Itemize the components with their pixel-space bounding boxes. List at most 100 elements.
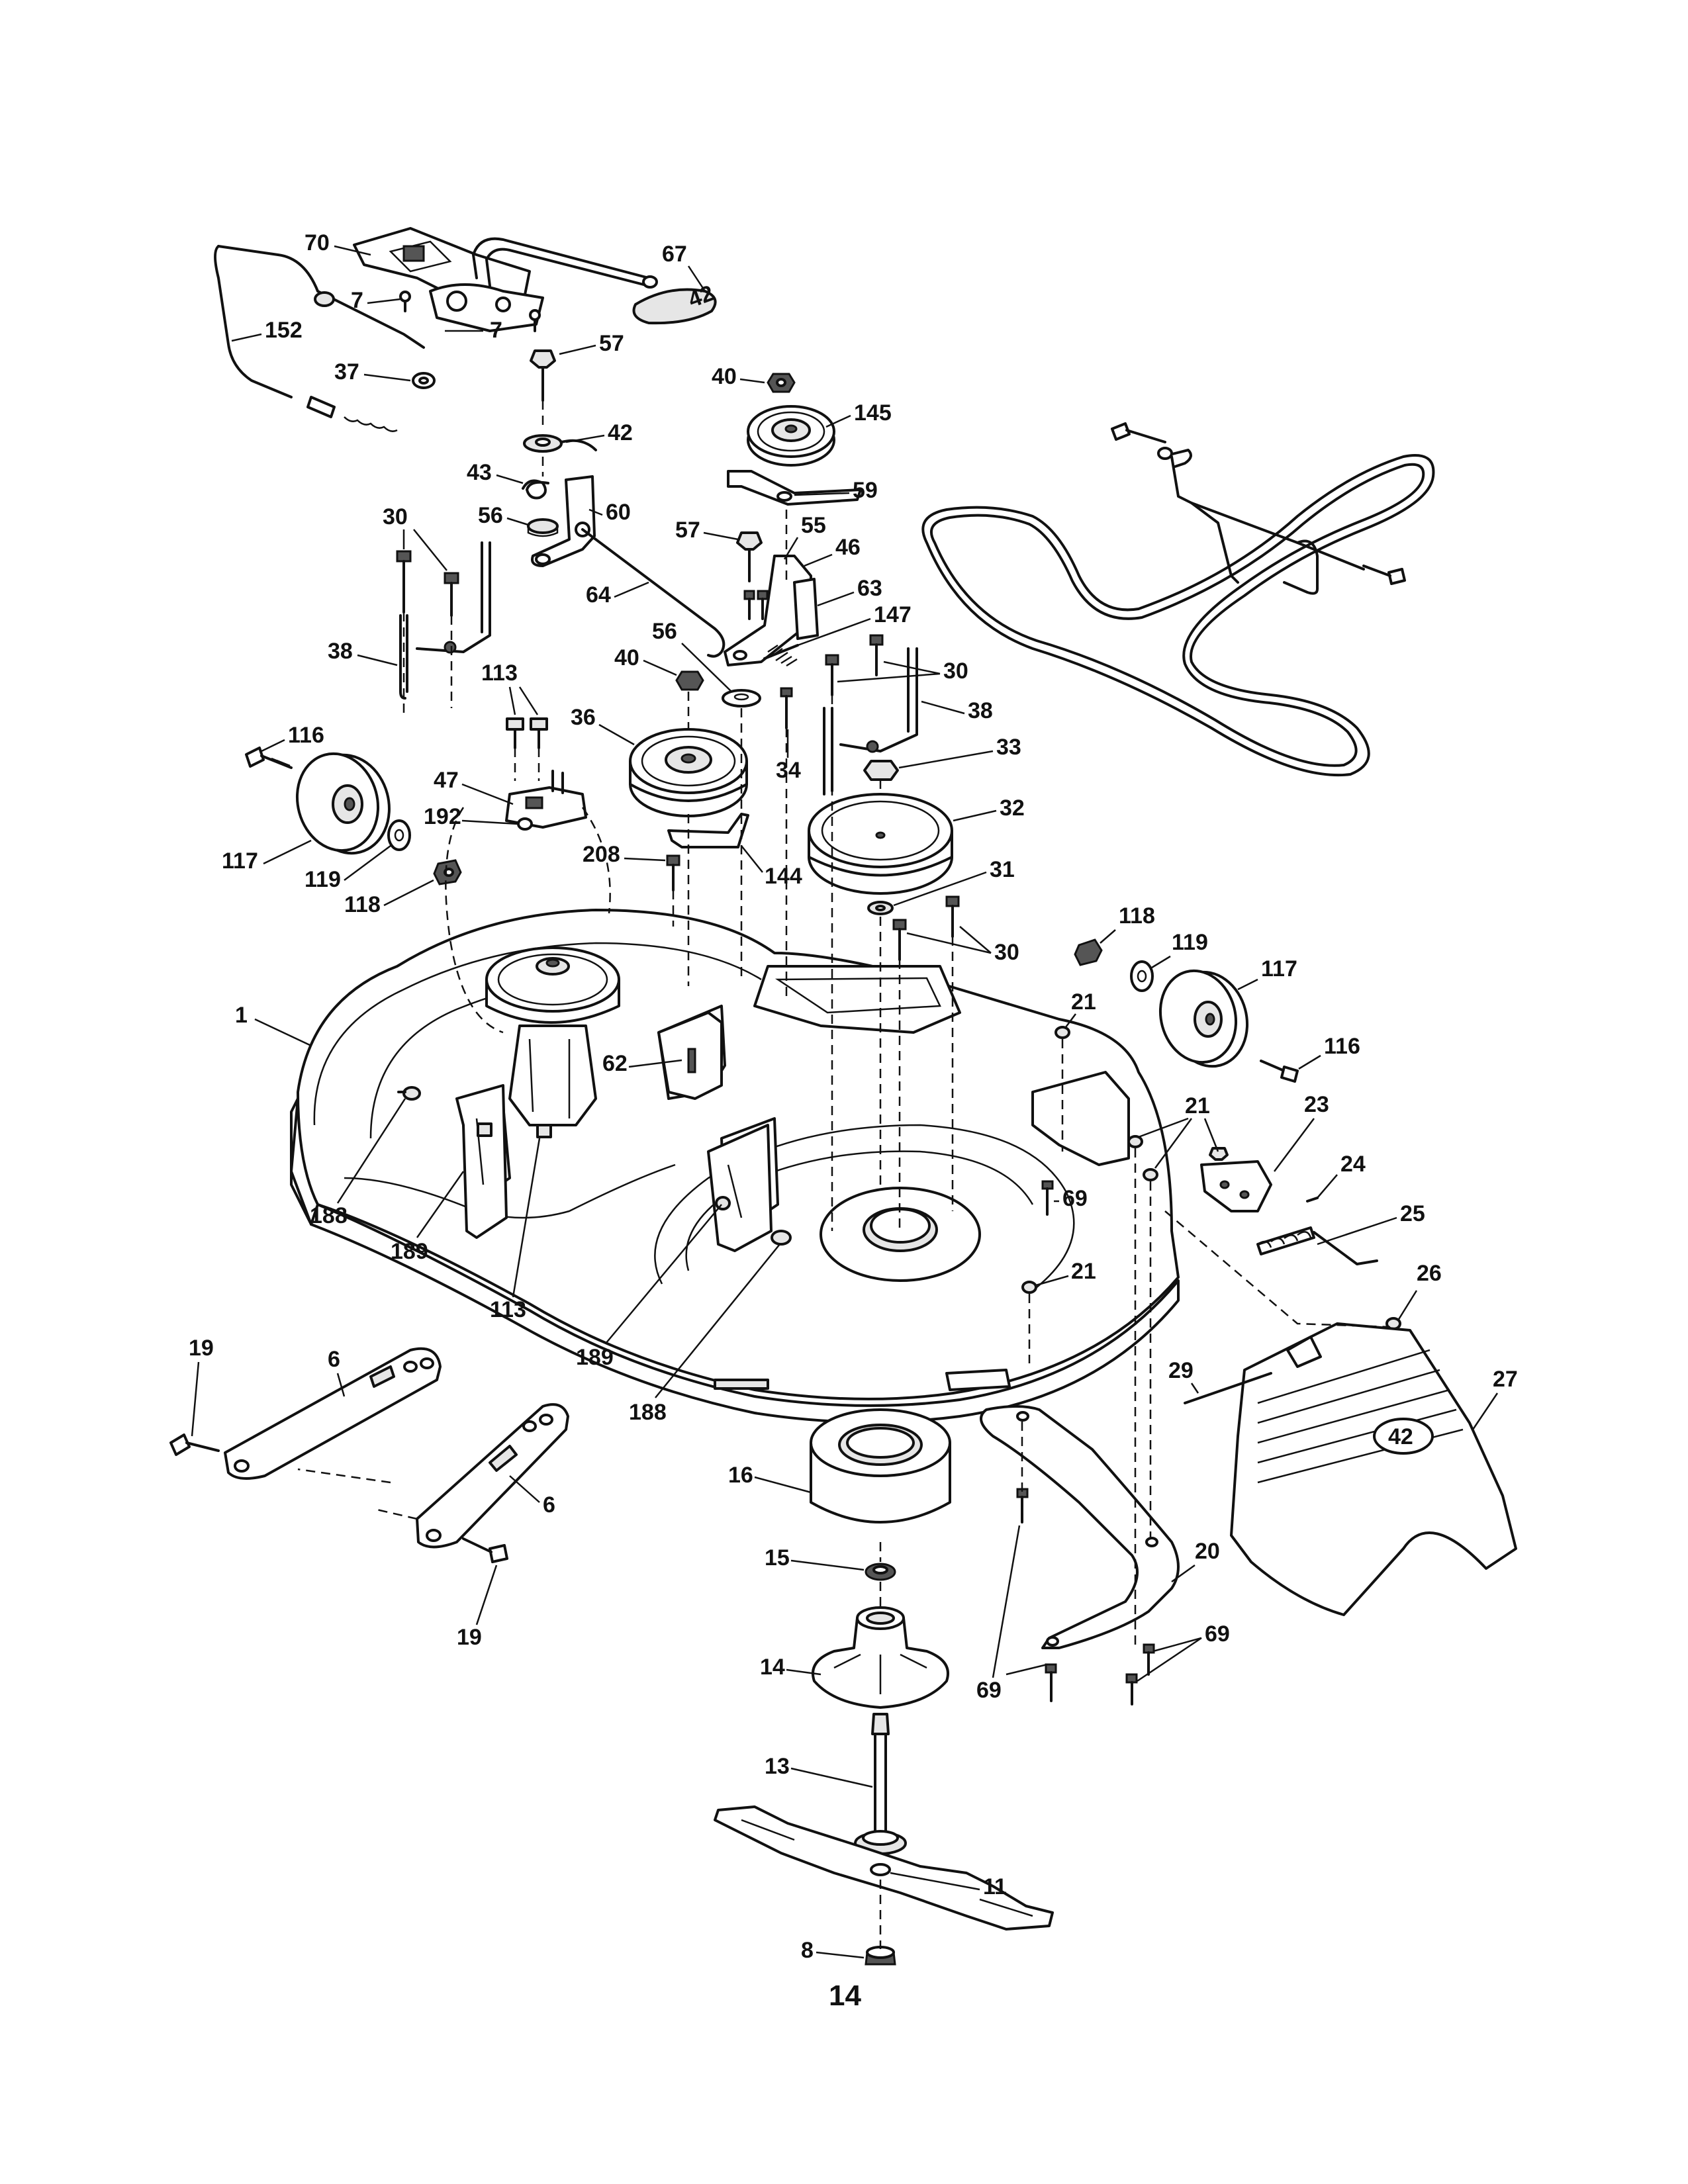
svg-text:59: 59 <box>853 478 878 503</box>
svg-text:56: 56 <box>652 619 677 644</box>
svg-text:7: 7 <box>490 318 502 343</box>
part-57-bolt-left <box>530 349 556 402</box>
callout-64: 64 <box>586 581 649 608</box>
svg-text:19: 19 <box>457 1625 482 1650</box>
callout-113-deck: 113 <box>490 1138 541 1322</box>
callout-7-a: 7 <box>351 288 401 313</box>
part-116-bolt-left <box>245 747 293 769</box>
svg-text:69: 69 <box>976 1678 1002 1703</box>
part-122-idler-rod <box>1160 449 1365 595</box>
part-24-pin <box>1306 1197 1319 1203</box>
part-27-chute: 42 <box>1230 1322 1517 1616</box>
callout-42: 42 <box>565 420 633 445</box>
svg-text:19: 19 <box>189 1336 214 1361</box>
part-30-bolts-mid <box>825 634 884 696</box>
callout-188-right: 188 <box>629 1244 780 1425</box>
part-34-bolt <box>780 687 793 729</box>
part-31-washer <box>867 901 894 915</box>
callout-189-left: 189 <box>391 1171 465 1264</box>
part-16-housing <box>810 1408 951 1524</box>
svg-text:23: 23 <box>1304 1092 1329 1117</box>
svg-text:16: 16 <box>728 1463 753 1488</box>
part-62-bracket <box>657 1011 723 1100</box>
callout-32: 32 <box>953 796 1025 822</box>
part-19-bolts <box>169 1433 508 1563</box>
part-8-bolt <box>865 1946 896 1966</box>
svg-text:57: 57 <box>599 331 624 356</box>
svg-text:27: 27 <box>1493 1367 1518 1392</box>
callout-31: 31 <box>893 857 1015 907</box>
part-11-blade <box>714 1805 1054 1931</box>
part-188-bushing-right <box>771 1230 792 1246</box>
callout-56-left: 56 <box>478 503 529 528</box>
part-30-bolts-lower <box>892 895 960 961</box>
svg-text:30: 30 <box>943 659 968 684</box>
callout-20: 20 <box>1171 1539 1220 1583</box>
callout-46: 46 <box>804 535 861 567</box>
part-47-bracket <box>505 770 587 829</box>
svg-text:30: 30 <box>994 940 1019 965</box>
callout-57-mid: 57 <box>675 518 739 543</box>
svg-text:43: 43 <box>467 460 492 485</box>
part-6-arm-lower <box>416 1403 569 1549</box>
part-118-nut-left <box>433 859 462 886</box>
svg-text:40: 40 <box>614 645 639 670</box>
part-29-rod <box>1184 1372 1272 1404</box>
part-63-plate <box>793 578 819 640</box>
svg-text:20: 20 <box>1195 1539 1220 1564</box>
svg-text:38: 38 <box>968 698 993 723</box>
svg-text:21: 21 <box>1071 1259 1096 1284</box>
callout-15: 15 <box>765 1545 865 1571</box>
callout-38-right: 38 <box>921 698 993 723</box>
svg-text:63: 63 <box>857 576 882 601</box>
callout-69-lower: 69 <box>976 1525 1048 1703</box>
callout-23: 23 <box>1274 1092 1329 1172</box>
callout-147: 147 <box>797 602 912 647</box>
part-55-bolts <box>743 590 769 620</box>
callout-26: 26 <box>1397 1261 1442 1321</box>
svg-text:47: 47 <box>434 768 459 793</box>
svg-text:118: 118 <box>1119 903 1155 929</box>
svg-text:21: 21 <box>1185 1093 1210 1118</box>
svg-text:113: 113 <box>490 1297 526 1322</box>
part-43-spring <box>522 479 549 500</box>
part-144-bracket <box>667 813 749 848</box>
callout-19-top: 19 <box>189 1336 214 1437</box>
part-33-nut <box>863 760 899 781</box>
callout-21-lower: 21 <box>1035 1259 1096 1287</box>
part-21-nut-top <box>1055 1026 1070 1039</box>
svg-text:113: 113 <box>481 660 518 686</box>
part-20-discharge-bracket <box>980 1405 1180 1649</box>
callout-145: 145 <box>825 400 892 428</box>
part-147-spring <box>763 644 799 667</box>
part-6-arm-upper <box>224 1347 442 1480</box>
svg-text:117: 117 <box>1261 956 1297 981</box>
svg-text:62: 62 <box>602 1051 628 1076</box>
part-23-bracket <box>1200 1147 1272 1212</box>
callout-7-b: 7 <box>445 318 502 343</box>
part-113-bolts-top <box>506 717 548 749</box>
part-21-nut-lower <box>1021 1281 1037 1294</box>
svg-text:24: 24 <box>1340 1152 1366 1177</box>
callout-11: 11 <box>890 1872 1007 1899</box>
callout-192: 192 <box>424 804 519 829</box>
part-195-bolts <box>1111 422 1406 585</box>
svg-text:42: 42 <box>608 420 633 445</box>
svg-text:119: 119 <box>1172 930 1208 955</box>
svg-text:67: 67 <box>662 242 687 267</box>
svg-text:29: 29 <box>1168 1358 1194 1383</box>
callout-188-left: 188 <box>310 1098 406 1228</box>
callout-33: 33 <box>898 735 1021 769</box>
svg-text:14: 14 <box>760 1655 785 1680</box>
part-40-nut-top <box>767 373 796 393</box>
callout-208: 208 <box>583 842 666 867</box>
svg-text:208: 208 <box>583 842 620 867</box>
callout-1: 1 <box>235 1003 312 1047</box>
part-57-bolt-mid <box>736 531 763 582</box>
callout-57-top: 57 <box>559 331 624 356</box>
svg-text:7: 7 <box>351 288 363 313</box>
svg-text:34: 34 <box>776 758 801 783</box>
callout-70: 70 <box>305 230 371 256</box>
part-69-bolt-upper <box>1041 1180 1054 1216</box>
